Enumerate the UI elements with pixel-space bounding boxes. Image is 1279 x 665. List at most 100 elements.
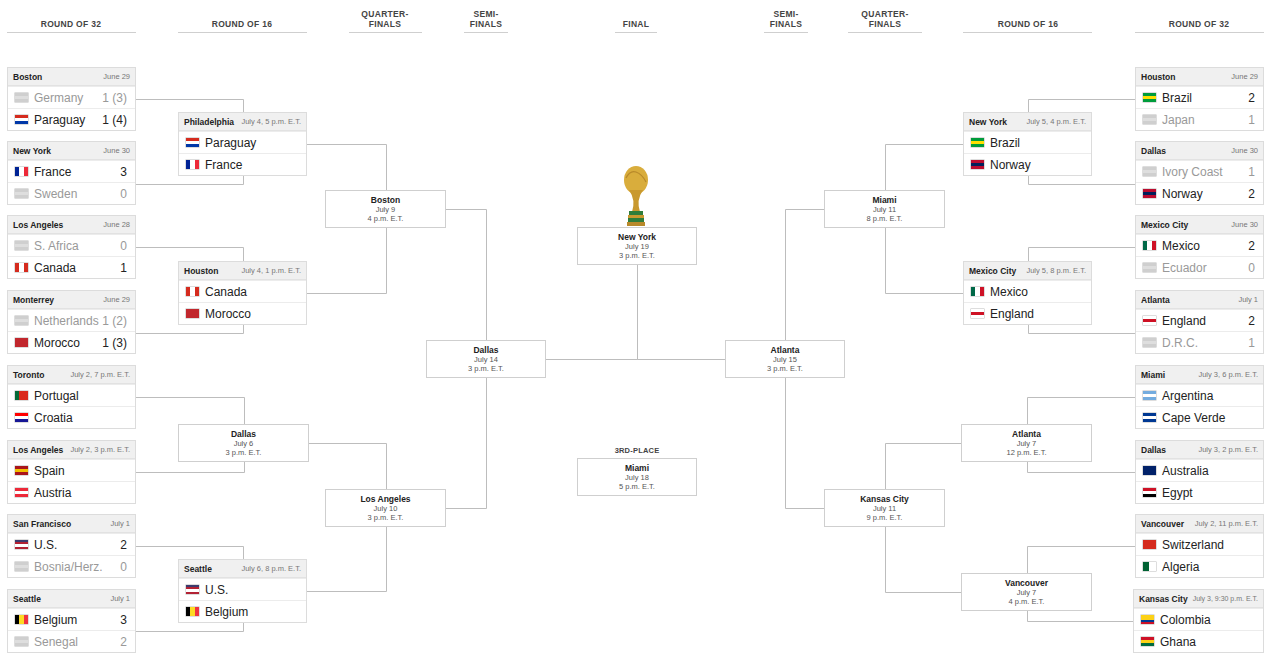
venue-city: Kansas City — [1139, 594, 1188, 604]
match-venue-box: Kansas CityJuly 119 p.m. E.T. — [824, 489, 945, 527]
team-row: Senegal2 — [8, 630, 135, 652]
match-header: HoustonJuly 4, 1 p.m. E.T. — [179, 262, 306, 280]
bracket-connector — [136, 398, 245, 425]
team-flag — [1143, 93, 1156, 102]
venue-city: Seattle — [13, 594, 41, 604]
match-date: July 2, 7 p.m. E.T. — [70, 370, 130, 379]
match-box: Los AngelesJune 28S. Africa0Canada1 — [7, 215, 136, 279]
team-score: 0 — [120, 239, 127, 253]
match-header: BostonJune 29 — [8, 68, 135, 86]
match-time: July 10 — [330, 504, 441, 513]
team-name: Senegal — [34, 635, 120, 649]
team-flag — [15, 413, 28, 422]
match-box: VancouverJuly 2, 11 p.m. E.T.Switzerland… — [1135, 514, 1264, 578]
team-name: D.R.C. — [1162, 336, 1248, 350]
team-flag — [1143, 241, 1156, 250]
team-name: Portugal — [34, 389, 127, 403]
match-header: Kansas City July 3, 9:30 p.m. E.T. — [1134, 590, 1263, 608]
match-header: Mexico CityJuly 5, 8 p.m. E.T. — [964, 262, 1091, 280]
match-date: July 3, 9:30 p.m. E.T. — [1193, 595, 1258, 602]
bracket-connector — [1028, 547, 1136, 574]
underline — [7, 32, 136, 33]
round-underlines — [7, 32, 1264, 33]
match-header: HoustonJune 29 — [1136, 68, 1263, 86]
team-flag — [15, 93, 28, 102]
match-box: HoustonJune 29Brazil2Japan1 — [1135, 67, 1264, 131]
team-name: Colombia — [1160, 613, 1255, 627]
bracket-connector — [786, 210, 825, 341]
bracket-connector — [136, 462, 245, 473]
trophy-base — [627, 222, 645, 226]
team-name: Paraguay — [205, 136, 298, 150]
match-time: 8 p.m. E.T. — [829, 214, 940, 223]
match-date: June 29 — [1231, 72, 1258, 81]
match-time: 3 p.m. E.T. — [183, 448, 304, 457]
match-date: June 29 — [103, 295, 130, 304]
team-flag — [15, 391, 28, 400]
match-date: June 30 — [1231, 146, 1258, 155]
trophy-detail — [626, 172, 646, 182]
team-name: Norway — [990, 158, 1083, 172]
venue-city: Atlanta — [730, 345, 840, 355]
match-date: July 3, 6 p.m. E.T. — [1198, 370, 1258, 379]
team-flag — [186, 138, 199, 147]
match-box: HoustonJuly 4, 1 p.m. E.T.CanadaMorocco — [178, 261, 307, 325]
team-row: Egypt — [1136, 481, 1263, 503]
underline — [963, 32, 1092, 33]
match-box: PhiladelphiaJuly 4, 5 p.m. E.T.ParaguayF… — [178, 112, 307, 176]
team-name: Algeria — [1162, 560, 1255, 574]
team-row: Australia — [1136, 459, 1263, 481]
round-label: QUARTER-FINALS — [855, 9, 915, 29]
team-row: Morocco1 (3) — [8, 331, 135, 353]
match-date: July 2, 11 p.m. E.T. — [1195, 519, 1258, 528]
round-label: ROUND OF 32 — [1144, 19, 1254, 29]
team-score: 1 — [1248, 165, 1255, 179]
match-date: June 29 — [103, 72, 130, 81]
match-box: TorontoJuly 2, 7 p.m. E.T.PortugalCroati… — [7, 365, 136, 429]
team-name: Mexico — [1162, 239, 1248, 253]
team-flag — [15, 615, 28, 624]
team-row: Belgium — [179, 600, 306, 622]
team-score: 1 (4) — [102, 113, 127, 127]
team-score: 3 — [120, 613, 127, 627]
team-name: Argentina — [1162, 389, 1255, 403]
match-time: July 6 — [183, 439, 304, 448]
team-flag — [971, 160, 984, 169]
team-row: Switzerland — [1136, 533, 1263, 555]
team-flag — [186, 309, 199, 318]
trophy-band — [628, 215, 644, 218]
match-box: New YorkJuly 5, 4 p.m. E.T.BrazilNorway — [963, 112, 1092, 176]
venue-city: Dallas — [431, 345, 541, 355]
team-row: Colombia — [1134, 608, 1263, 630]
bracket-connector — [886, 228, 964, 294]
team-flag — [1143, 391, 1156, 400]
match-header: Mexico CityJune 30 — [1136, 216, 1263, 234]
bracket-connector — [886, 527, 962, 593]
venue-city: Miami — [1141, 370, 1165, 380]
match-box: SeattleJuly 1Belgium3Senegal2 — [7, 589, 136, 653]
trophy-stem — [629, 190, 643, 212]
venue-city: Dallas — [183, 429, 304, 439]
team-name: Netherlands — [34, 314, 102, 328]
match-header: San FranciscoJuly 1 — [8, 515, 135, 533]
team-score: 2 — [1248, 187, 1255, 201]
match-date: July 4, 1 p.m. E.T. — [241, 266, 301, 275]
team-row: Spain — [8, 459, 135, 481]
match-box: Los AngelesJuly 2, 3 p.m. E.T.SpainAustr… — [7, 440, 136, 504]
team-flag — [15, 488, 28, 497]
team-name: Norway — [1162, 187, 1248, 201]
team-name: Australia — [1162, 464, 1255, 478]
bracket-connector — [307, 228, 387, 294]
bracket-connector — [307, 527, 387, 592]
team-name: Ecuador — [1162, 261, 1248, 275]
team-row: Morocco — [179, 302, 306, 324]
match-header: Los AngelesJuly 2, 3 p.m. E.T. — [8, 441, 135, 459]
team-name: Morocco — [34, 336, 102, 350]
team-name: Brazil — [990, 136, 1083, 150]
match-box: DallasJuly 3, 2 p.m. E.T.AustraliaEgypt — [1135, 440, 1264, 504]
match-time: July 18 — [582, 473, 692, 482]
trophy-icon — [624, 166, 648, 226]
team-flag — [15, 338, 28, 347]
round-label: FINAL — [606, 19, 666, 29]
bracket-connector — [309, 444, 387, 490]
